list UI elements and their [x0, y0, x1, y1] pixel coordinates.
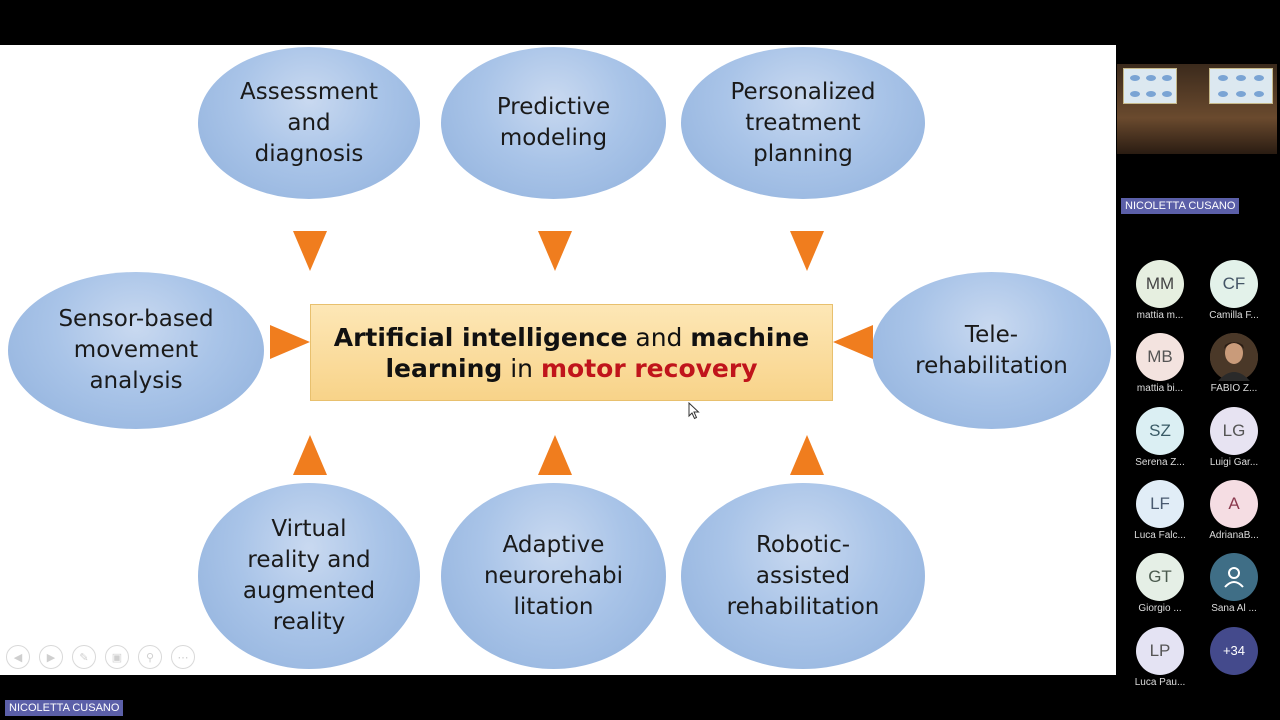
- center-text-in: in: [502, 353, 541, 383]
- participant-avatar: SZ: [1136, 406, 1184, 455]
- participant-name: Luca Pau...: [1134, 676, 1186, 688]
- next-icon[interactable]: ▶: [39, 645, 63, 669]
- participant-avatar: GT: [1136, 553, 1184, 602]
- arrow-up-1: [293, 435, 327, 475]
- participant-avatar: MB: [1136, 333, 1184, 382]
- participant-name: Sana Al ...: [1211, 603, 1257, 615]
- participant-avatar: MM: [1136, 260, 1184, 308]
- arrow-down-3: [790, 231, 824, 271]
- center-text-ai: Artificial intelligence: [333, 322, 628, 352]
- ellipse-adaptive: Adaptive neurorehabi litation: [441, 483, 666, 669]
- prev-icon[interactable]: ◀: [6, 645, 30, 669]
- participant-avatar: A: [1210, 479, 1258, 528]
- presentation-slide: Assessment and diagnosis Predictive mode…: [0, 45, 1116, 675]
- center-text-ml: machine learning: [385, 322, 810, 383]
- center-text-motor: motor recovery: [540, 353, 758, 383]
- arrow-down-1: [293, 231, 327, 271]
- participant-tile[interactable]: FABIO Z...: [1204, 333, 1264, 394]
- ellipse-virtual: Virtual reality and augmented reality: [198, 483, 420, 669]
- mouse-cursor-icon: [688, 402, 700, 420]
- ellipse-predictive: Predictive modeling: [441, 47, 666, 199]
- participant-name: Serena Z...: [1135, 456, 1185, 468]
- speaker-video-thumbnail[interactable]: [1117, 64, 1277, 154]
- participant-photo-icon: [1210, 333, 1258, 382]
- participant-tile[interactable]: +34: [1204, 626, 1264, 675]
- participant-avatar: LG: [1210, 406, 1258, 455]
- participant-tile[interactable]: MM mattia m...: [1130, 260, 1190, 321]
- participant-avatar: +34: [1210, 626, 1258, 675]
- participant-name: Giorgio ...: [1138, 603, 1182, 615]
- participant-tile[interactable]: Sana Al ...: [1204, 553, 1264, 614]
- participant-avatar: LF: [1136, 479, 1184, 528]
- pen-icon[interactable]: ✎: [72, 645, 96, 669]
- bottom-speaker-label: NICOLETTA CUSANO: [5, 700, 124, 716]
- center-text-and: and: [627, 322, 691, 352]
- slideshow-controls: ◀ ▶ ✎ ▣ ⚲ ⋯: [6, 645, 195, 669]
- arrow-left: [833, 325, 873, 359]
- zoom-icon[interactable]: ⚲: [138, 645, 162, 669]
- ellipse-personalized: Personalized treatment planning: [681, 47, 925, 199]
- center-title-box: Artificial intelligence and machine lear…: [310, 304, 833, 401]
- participant-name: Camilla F...: [1209, 310, 1259, 321]
- arrow-down-2: [538, 231, 572, 271]
- ellipse-robotic: Robotic- assisted rehabilitation: [681, 483, 925, 669]
- participant-name: Luigi Gar...: [1209, 456, 1259, 468]
- room-screen-left: [1123, 68, 1177, 104]
- participant-tile[interactable]: CF Camilla F...: [1204, 260, 1264, 321]
- participant-name: mattia m...: [1136, 310, 1184, 321]
- more-icon[interactable]: ⋯: [171, 645, 195, 669]
- arrow-right: [270, 325, 310, 359]
- arrow-up-2: [538, 435, 572, 475]
- participant-name: Luca Falc...: [1134, 529, 1186, 541]
- ellipse-sensor: Sensor-based movement analysis: [8, 272, 264, 429]
- room-screen-right: [1209, 68, 1273, 104]
- participant-name: AdrianaB...: [1209, 529, 1259, 541]
- participant-name: mattia bi...: [1136, 383, 1184, 395]
- arrow-up-3: [790, 435, 824, 475]
- ellipse-tele: Tele- rehabilitation: [872, 272, 1111, 429]
- participant-avatar: LP: [1136, 626, 1184, 675]
- participant-name: FABIO Z...: [1210, 383, 1258, 395]
- participant-user-icon: [1210, 553, 1258, 602]
- speaker-name-label: NICOLETTA CUSANO: [1121, 198, 1240, 214]
- ellipse-assessment: Assessment and diagnosis: [198, 47, 420, 199]
- participant-avatar: CF: [1210, 260, 1258, 308]
- slides-icon[interactable]: ▣: [105, 645, 129, 669]
